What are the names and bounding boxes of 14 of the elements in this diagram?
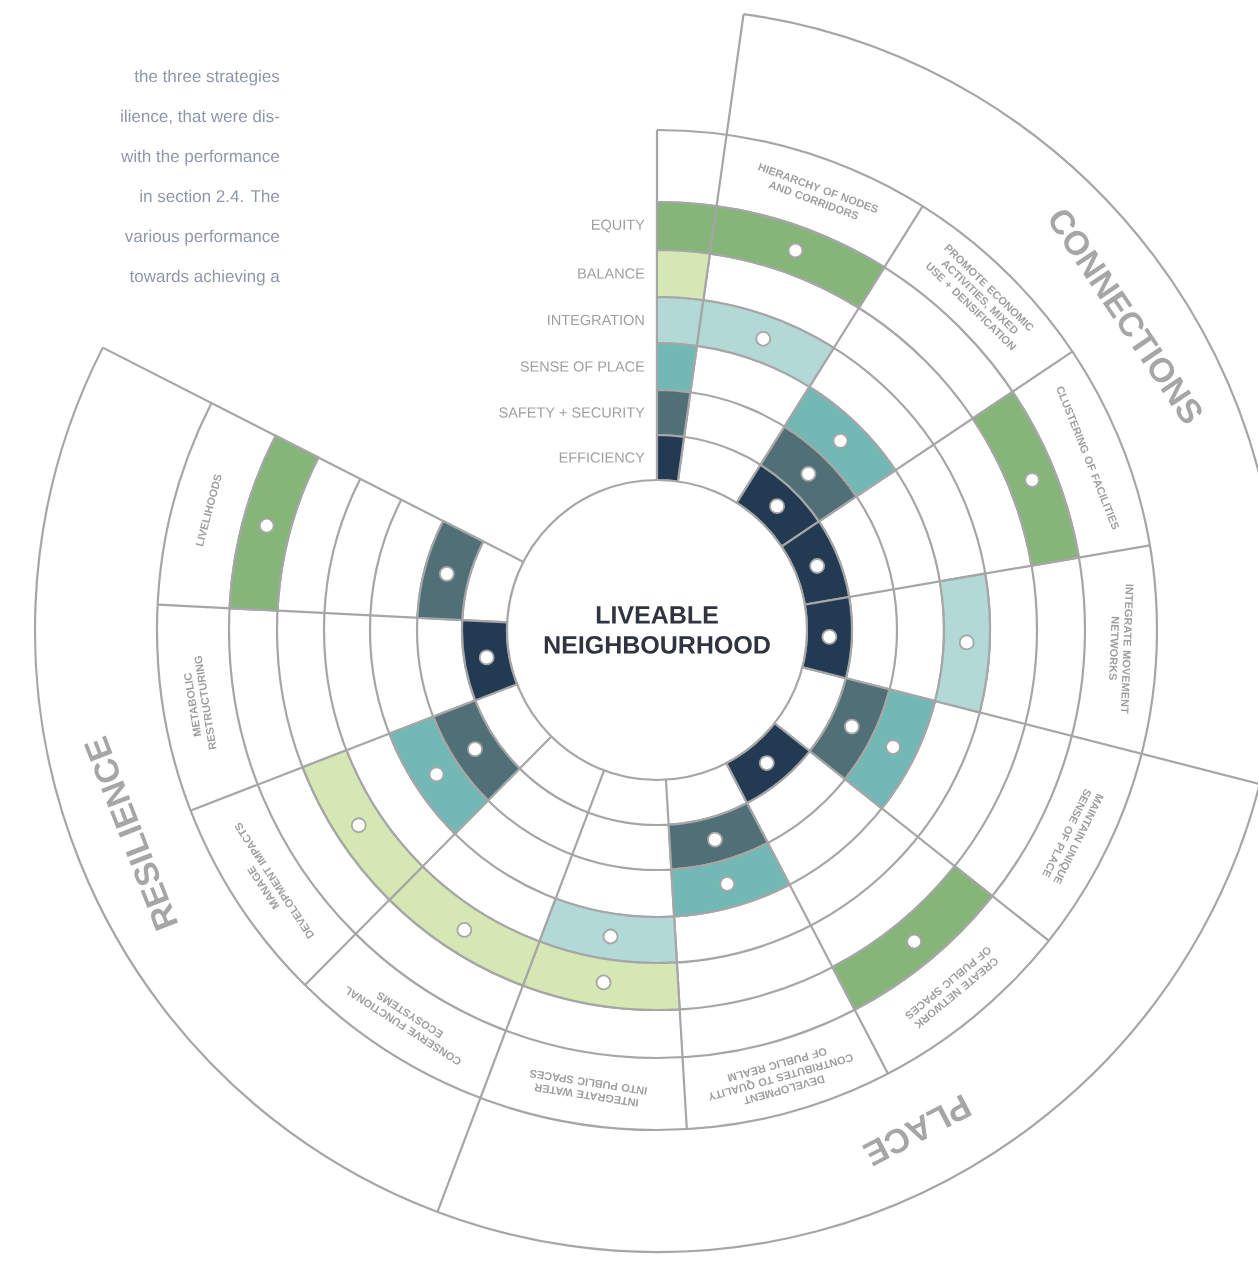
intro-text-line: ilience, that were dis-: [121, 109, 279, 125]
strategy-label: INTEGRATE MOVEMENT NETWORKS: [1109, 584, 1134, 714]
legend-label: EQUITY: [592, 219, 645, 233]
legend-label: INTEGRATION: [548, 314, 644, 326]
legend-label: SENSE OF PLACE: [520, 361, 645, 372]
intro-text-line: the three strategies: [134, 69, 280, 86]
strategy-label: INTEGRATE WATER INTO PUBLIC SPACES: [530, 1070, 647, 1107]
legend-label: SAFETY + SECURITY: [499, 407, 645, 418]
legend-label: BALANCE: [578, 268, 645, 279]
intro-text-line: various performance: [124, 229, 279, 246]
intro-text-line: in section 2.4. The: [140, 189, 280, 203]
legend-label: EFFICIENCY: [559, 452, 645, 463]
intro-text-line: with the performance: [121, 149, 279, 166]
intro-text-line: towards achieving a: [129, 269, 280, 286]
